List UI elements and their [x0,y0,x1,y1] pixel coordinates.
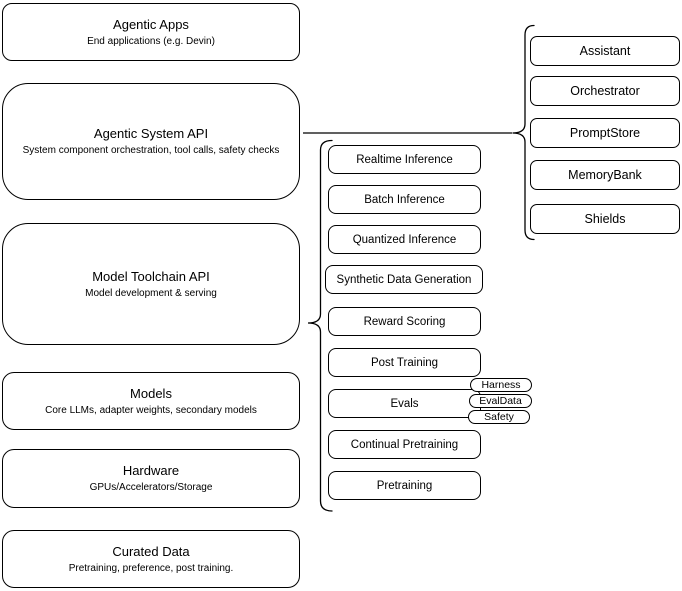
node-memorybank: MemoryBank [530,160,680,190]
node-subtitle: Core LLMs, adapter weights, secondary mo… [45,404,257,416]
node-promptstore: PromptStore [530,118,680,148]
node-post-training: Post Training [328,348,481,377]
node-orchestrator: Orchestrator [530,76,680,106]
tag-harness: Harness [470,378,532,392]
node-label: Evals [390,397,419,410]
node-continual-pretraining: Continual Pretraining [328,430,481,459]
node-subtitle: Pretraining, preference, post training. [68,562,234,574]
node-agentic-apps: Agentic Apps End applications (e.g. Devi… [2,3,300,61]
node-hardware: Hardware GPUs/Accelerators/Storage [2,449,300,508]
node-label: Continual Pretraining [350,438,459,451]
node-evals: Evals [328,389,481,418]
node-title: Model Toolchain API [92,268,210,284]
node-subtitle: GPUs/Accelerators/Storage [89,482,213,493]
tag-safety: Safety [468,410,530,424]
node-assistant: Assistant [530,36,680,66]
node-title: Agentic Apps [113,16,189,32]
node-realtime-inference: Realtime Inference [328,145,481,174]
node-subtitle: End applications (e.g. Devin) [87,35,215,47]
node-label: Orchestrator [570,84,640,98]
node-pretraining: Pretraining [328,471,481,500]
node-label: Assistant [579,44,631,58]
node-curated-data: Curated Data Pretraining, preference, po… [2,530,300,588]
node-shields: Shields [530,204,680,234]
node-synthetic-data-generation: Synthetic Data Generation [325,265,483,294]
node-label: Shields [584,212,626,226]
node-label: Quantized Inference [352,233,457,246]
node-title: Curated Data [112,543,190,559]
tag-evaldata: EvalData [469,394,532,408]
node-label: MemoryBank [568,168,642,182]
tag-label: Safety [484,411,514,423]
node-label: Realtime Inference [356,153,453,166]
node-label: Synthetic Data Generation [336,273,472,286]
node-title: Agentic System API [93,126,209,141]
node-batch-inference: Batch Inference [328,185,481,214]
node-label: Batch Inference [364,193,445,206]
node-quantized-inference: Quantized Inference [328,225,481,254]
node-label: Pretraining [376,479,433,492]
node-label: Reward Scoring [363,315,446,328]
node-title: Models [130,385,172,401]
node-title: Hardware [122,463,180,478]
node-models: Models Core LLMs, adapter weights, secon… [2,372,300,430]
node-label: Post Training [370,356,439,369]
node-agentic-system-api: Agentic System API System component orch… [2,83,300,200]
node-reward-scoring: Reward Scoring [328,307,481,336]
node-label: PromptStore [569,126,641,140]
node-model-toolchain-api: Model Toolchain API Model development & … [2,223,300,345]
node-subtitle: System component orchestration, tool cal… [22,145,280,156]
node-subtitle: Model development & serving [85,287,217,299]
tag-label: Harness [481,379,521,391]
tag-label: EvalData [479,395,522,407]
